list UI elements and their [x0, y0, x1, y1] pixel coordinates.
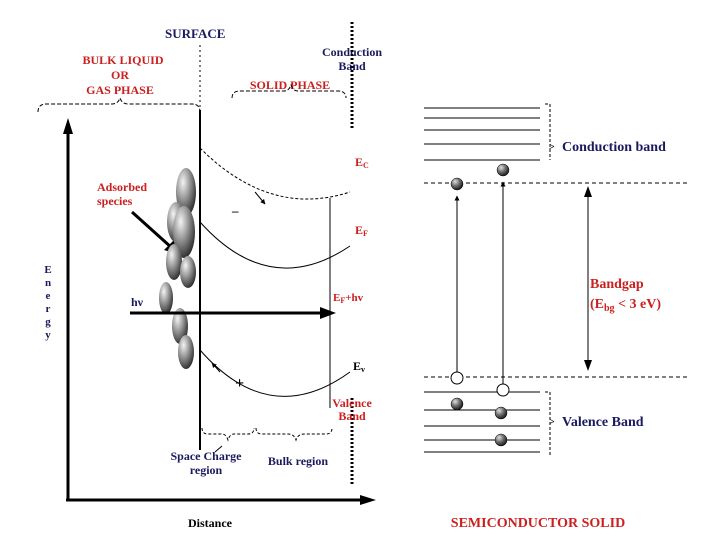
space-charge-label-line1: Space Charge: [171, 449, 243, 463]
electron: [450, 177, 464, 191]
solid-phase-brace: [231, 83, 347, 99]
conduction-band-title: Conduction band: [562, 140, 666, 155]
hole: [496, 383, 510, 397]
adsorbed-label-line2: species: [97, 194, 133, 208]
bandgap-arrowhead-down: [584, 360, 592, 371]
plus-sign: +: [235, 375, 244, 392]
energy-letter-6: y: [45, 329, 51, 341]
ev-curve: [199, 349, 351, 397]
energy-letter-1: E: [44, 264, 51, 276]
bulk-region-brace: [255, 427, 333, 442]
ef-label: EF: [355, 223, 368, 238]
valence-band-bracket: [545, 391, 551, 455]
electron: [496, 163, 510, 177]
bandgap-arrowhead-up: [584, 186, 592, 197]
distance-label: Distance: [188, 516, 233, 530]
solid-phase-label: SOLID PHASE: [250, 78, 330, 92]
hole: [450, 371, 464, 385]
hv-arrowhead: [320, 307, 336, 319]
space-charge-brace: [201, 427, 255, 442]
minus-sign: –: [231, 203, 239, 218]
ec-curve: [199, 147, 351, 200]
energy-letter-4: r: [46, 303, 51, 315]
molecule-ellipse: [173, 206, 195, 258]
conduction-band-lines: [424, 107, 690, 184]
ef-curve: [199, 221, 351, 269]
bulk-phase-line1: BULK LIQUID: [82, 53, 163, 67]
electron: [494, 433, 508, 447]
bandgap-formula: (Ebg < 3 eV): [590, 297, 661, 314]
molecule-ellipse: [178, 335, 194, 369]
adsorbed-arrow: [130, 210, 174, 250]
space-charge-label-line2: region: [190, 463, 223, 477]
semiconductor-solid-title: SEMICONDUCTOR SOLID: [451, 516, 625, 531]
bulk-region-label: Bulk region: [268, 454, 328, 468]
adsorbed-label-line1: Adsorbed: [97, 180, 147, 194]
bulk-phase-line3: GAS PHASE: [86, 83, 154, 97]
molecule-ellipse: [172, 308, 188, 344]
ec-label: EC: [355, 155, 369, 170]
energy-letter-2: n: [45, 277, 51, 289]
conduction-band-bracket: [545, 103, 551, 160]
ec-curve-arrow: [254, 191, 266, 205]
ev-label: Ev: [353, 359, 365, 374]
bulk-phase-brace: [37, 96, 201, 113]
energy-axis-arrowhead: [63, 118, 73, 134]
ef-hv-label: EF+hv: [333, 292, 364, 305]
bulk-phase-line2: OR: [111, 68, 129, 82]
energy-letter-5: g: [45, 316, 51, 328]
valence-band-label-line2: Band: [338, 409, 366, 423]
electron: [450, 397, 464, 411]
molecule-ellipse: [176, 168, 196, 216]
ev-curve-arrow: [211, 362, 221, 373]
distance-axis-arrowhead: [360, 495, 376, 505]
energy-letter-3: e: [46, 290, 51, 302]
conduction-pointer-icon: >: [549, 142, 555, 153]
space-charge-pointer: [214, 445, 223, 453]
adsorbed-molecules: [159, 168, 196, 369]
bandgap-label: Bandgap: [590, 277, 644, 292]
molecule-ellipse: [180, 256, 196, 288]
valence-band-title: Valence Band: [562, 415, 644, 430]
valence-band-label-line1: Valence: [332, 396, 372, 410]
valence-band-lines: [424, 376, 690, 453]
valence-pointer-icon: >: [549, 417, 555, 428]
molecule-ellipse: [159, 282, 173, 314]
electron: [494, 406, 508, 420]
hv-label: hν: [131, 295, 144, 309]
molecule-ellipse: [166, 244, 182, 280]
surface-label: SURFACE: [165, 26, 225, 41]
